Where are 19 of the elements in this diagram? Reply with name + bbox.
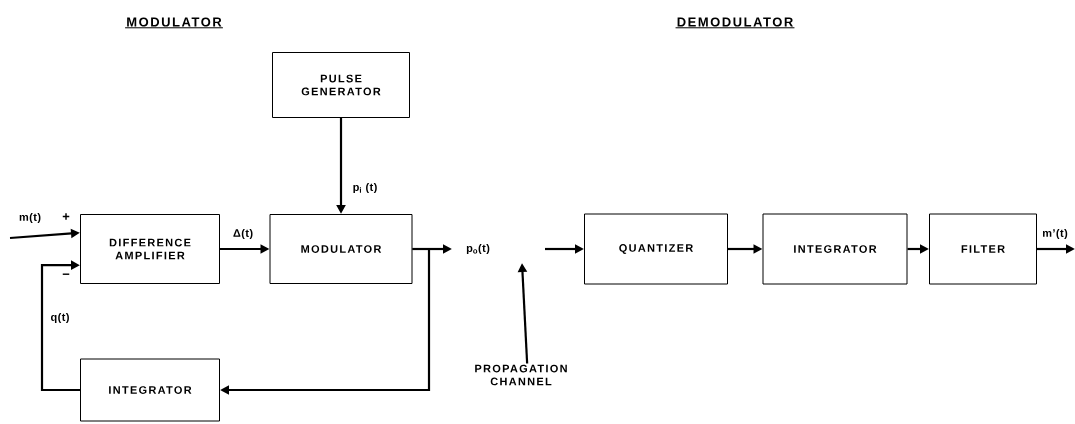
section-heading: DEMODULATOR (675, 17, 795, 29)
sign-label: − (62, 273, 70, 275)
block-box: INTEGRATOR (762, 213, 908, 285)
edge-label: p$_{i}$ (t) (351, 181, 379, 195)
edge-label: p$_{o}$(t) (465, 242, 491, 256)
block-box: INTEGRATOR (80, 358, 220, 422)
arrow (40, 260, 80, 392)
block-box: QUANTIZER (584, 213, 728, 285)
sign-label: + (62, 213, 70, 220)
edge-label: q(t) (49, 311, 71, 325)
block-box: DIFFERENCE AMPLIFIER (80, 214, 220, 284)
block-box: PULSE GENERATOR (272, 52, 410, 118)
edge-label: m’(t) (1041, 227, 1069, 241)
edge-label: Δ(t) (231, 227, 255, 241)
block-box: MODULATOR (269, 214, 413, 284)
edge-label: m(t) (18, 211, 42, 225)
block-box: FILTER (929, 213, 1037, 285)
section-heading: MODULATOR (124, 17, 224, 29)
channel-label: PROPAGATION CHANNEL (475, 364, 567, 386)
